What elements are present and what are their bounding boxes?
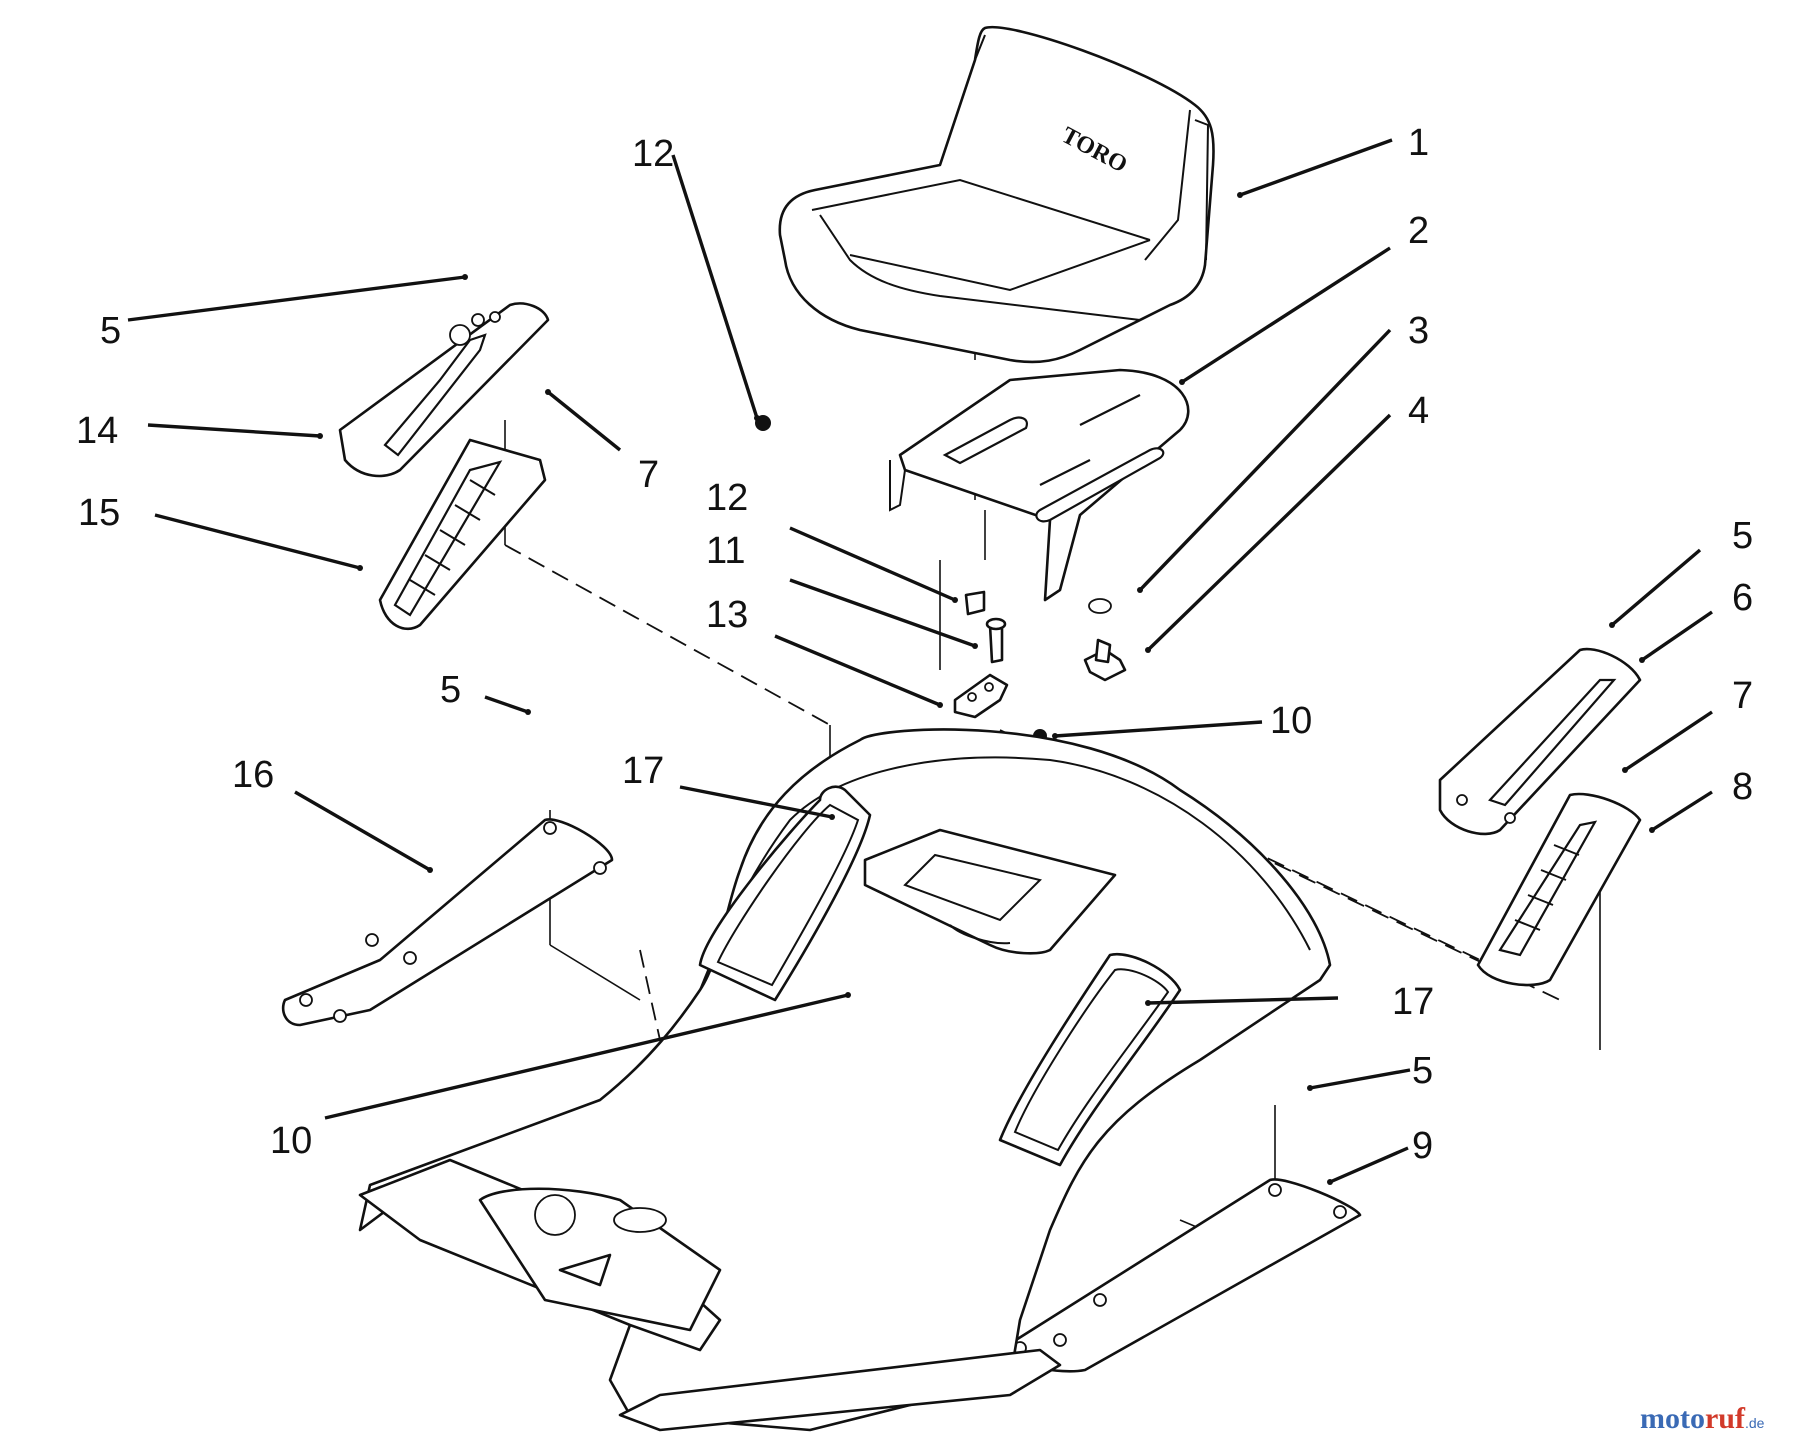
watermark-accent: ruf [1705, 1402, 1746, 1435]
left-shift-plate-14 [338, 302, 550, 478]
callout-9: 9 [1412, 1125, 1433, 1167]
callout-14: 14 [76, 410, 118, 452]
seat-bracket [889, 368, 1190, 602]
callout-numbers: 1 2 3 4 5 5 5 5 6 7 7 8 9 10 10 11 12 12… [76, 122, 1753, 1167]
callout-12-middle: 12 [706, 477, 748, 519]
seat: TORO [778, 25, 1215, 364]
callout-2: 2 [1408, 210, 1429, 252]
watermark-main: moto [1640, 1402, 1705, 1435]
callout-10-bottom: 10 [270, 1120, 312, 1162]
svg-text:motoruf.de: motoruf.de [1640, 1402, 1765, 1435]
callout-16: 16 [232, 754, 274, 796]
callout-12-top: 12 [632, 133, 674, 175]
watermark-suffix: .de [1745, 1415, 1765, 1431]
fender-body [358, 728, 1332, 1432]
callout-1: 1 [1408, 122, 1429, 164]
callout-5-left-plate: 5 [100, 310, 121, 352]
callout-17-left: 17 [622, 750, 664, 792]
callout-7-right: 7 [1732, 675, 1753, 717]
callout-5-left-floor: 5 [440, 669, 461, 711]
right-shift-plate-6 [1438, 647, 1642, 836]
callout-4: 4 [1408, 390, 1429, 432]
callout-17-right: 17 [1392, 981, 1434, 1023]
callout-3: 3 [1408, 310, 1429, 352]
left-floor-plate [281, 818, 614, 1027]
callout-11: 11 [706, 530, 745, 572]
callout-10-top: 10 [1270, 700, 1312, 742]
callout-7-left: 7 [638, 454, 659, 496]
callout-8: 8 [1732, 766, 1753, 808]
left-shift-plate-15 [378, 438, 547, 631]
callout-5-right-floor: 5 [1412, 1050, 1433, 1092]
leader-lines [127, 138, 1713, 1185]
callout-6: 6 [1732, 577, 1753, 619]
callout-15: 15 [78, 492, 120, 534]
callout-13: 13 [706, 594, 748, 636]
right-shift-plate-8 [1476, 792, 1642, 987]
watermark: motoruf.de [1640, 1402, 1765, 1435]
callout-5-right-plate: 5 [1732, 515, 1753, 557]
